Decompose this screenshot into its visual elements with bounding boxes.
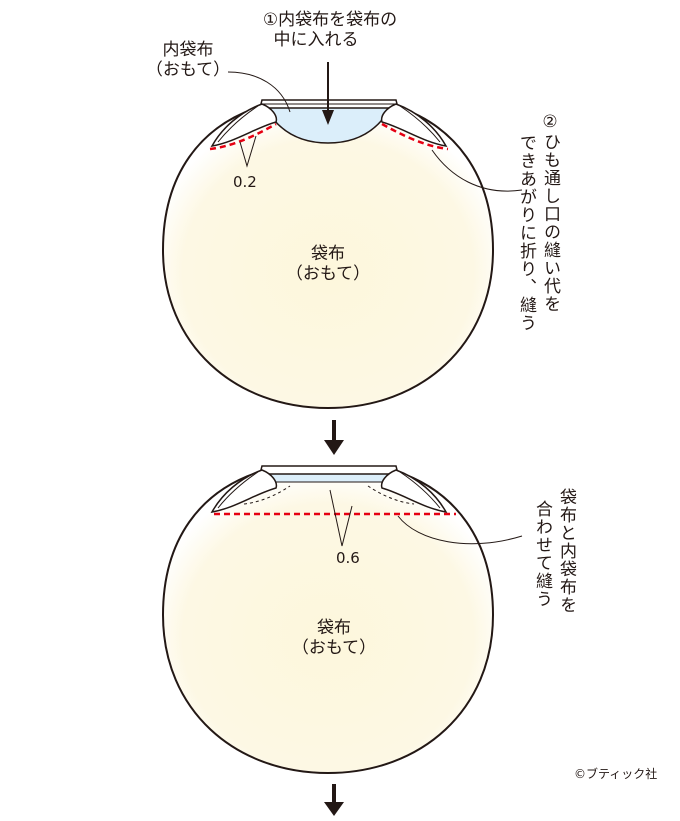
leader-side-note-2	[397, 515, 523, 545]
step2-seam-allowance: 0.6	[336, 549, 360, 567]
step1-body-label-line2: （おもて）	[285, 264, 371, 284]
step1-body-label: 袋布 （おもて）	[270, 244, 386, 284]
step2-side-note-col1: 袋布と内袋布を	[556, 488, 576, 614]
step1-inner-label-line1: 内袋布	[162, 40, 214, 60]
step2-body-label-line1: 袋布	[317, 618, 351, 638]
step1-illustration	[161, 62, 523, 410]
copyright-text: ©ブティック社	[574, 767, 658, 781]
down-arrow-icon	[324, 420, 344, 455]
down-arrow-icon	[324, 784, 344, 816]
step1-inner-label-line2: （おもて）	[145, 60, 231, 80]
leader-side-note-1	[431, 149, 523, 192]
leader-seam-0-2	[239, 135, 257, 168]
step2-side-note-col2: 合わせて縫う	[532, 500, 552, 608]
step1-stitch-right	[381, 122, 449, 151]
step2-left-flap	[210, 469, 278, 514]
step1-body-label-line1: 袋布	[311, 244, 345, 264]
step1-left-flap	[210, 103, 278, 148]
step1-stitch-left	[209, 122, 277, 151]
leader-inner-label	[227, 71, 291, 113]
insert-arrow-icon	[322, 62, 334, 125]
step2-right-flap	[380, 469, 448, 514]
step1-instruction: ①内袋布を袋布の 中に入れる	[240, 10, 420, 50]
step1-right-flap	[380, 103, 448, 148]
step1-side-note-col1: ②ひも通し口の縫い代を	[540, 112, 560, 313]
step2-old-stitch-left	[243, 485, 291, 505]
step2-body-label-line2: （おもて）	[291, 638, 377, 658]
step1-instruction-line2: 中に入れる	[273, 30, 359, 50]
step1-inner-label: 内袋布 （おもて）	[140, 40, 236, 80]
step1-bag-body	[161, 105, 495, 410]
step2-body-label: 袋布 （おもて）	[276, 618, 392, 658]
step1-seam-allowance: 0.2	[233, 173, 257, 191]
leader-seam-0-6	[329, 489, 353, 547]
step2-bag-body	[161, 470, 495, 775]
step1-side-note-col2: できあがりに折り、縫う	[516, 134, 536, 332]
step2-top-band	[259, 465, 399, 475]
step1-instruction-line1: ①内袋布を袋布の	[262, 10, 398, 30]
step2-illustration	[161, 465, 523, 775]
